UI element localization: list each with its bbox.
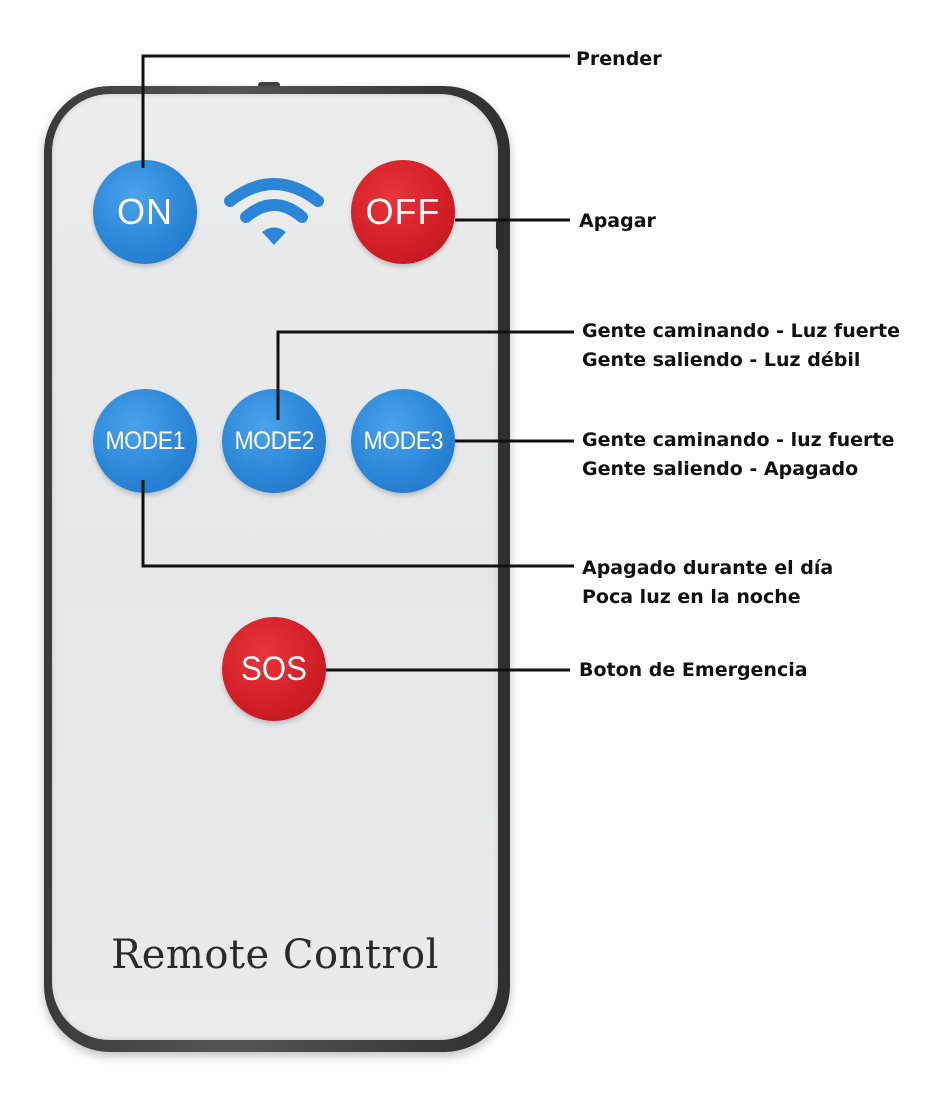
callout-mode1: Apagado durante el día Poca luz en la no… [582,554,833,612]
callout-on: Prender [576,45,662,74]
callout-mode2: Gente caminando - Luz fuerte Gente salie… [582,317,900,375]
callout-mode2-line-1: Gente caminando - Luz fuerte [582,320,900,342]
callout-mode2-line-2: Gente saliendo - Luz débil [582,349,861,371]
sos-button-label: SOS [240,649,308,688]
mode1-button[interactable]: MODE1 [93,389,197,493]
callout-mode1-line-2: Poca luz en la noche [582,586,801,608]
mode3-button-label: MODE3 [363,426,443,455]
sos-button[interactable]: SOS [222,617,326,721]
mode3-button[interactable]: MODE3 [351,389,455,493]
callout-mode3-line-2: Gente saliendo - Apagado [582,458,859,480]
mode2-button-label: MODE2 [234,426,314,455]
off-button[interactable]: OFF [351,160,455,264]
mode1-button-label: MODE1 [105,426,185,455]
callout-mode3-line-1: Gente caminando - luz fuerte [582,429,895,451]
callout-off-line: Apagar [579,210,656,232]
remote-side-notch [496,220,504,250]
on-button[interactable]: ON [93,160,197,264]
remote-title: Remote Control [111,932,439,978]
callout-on-line: Prender [576,48,662,70]
callout-off: Apagar [579,207,656,236]
mode2-button[interactable]: MODE2 [222,389,326,493]
callout-sos: Boton de Emergencia [579,656,808,685]
wifi-icon [224,178,324,245]
off-button-label: OFF [365,191,441,232]
callout-mode1-line-1: Apagado durante el día [582,557,834,579]
on-button-label: ON [117,191,173,232]
callout-mode3: Gente caminando - luz fuerte Gente salie… [582,426,894,484]
callout-sos-line: Boton de Emergencia [579,659,808,681]
